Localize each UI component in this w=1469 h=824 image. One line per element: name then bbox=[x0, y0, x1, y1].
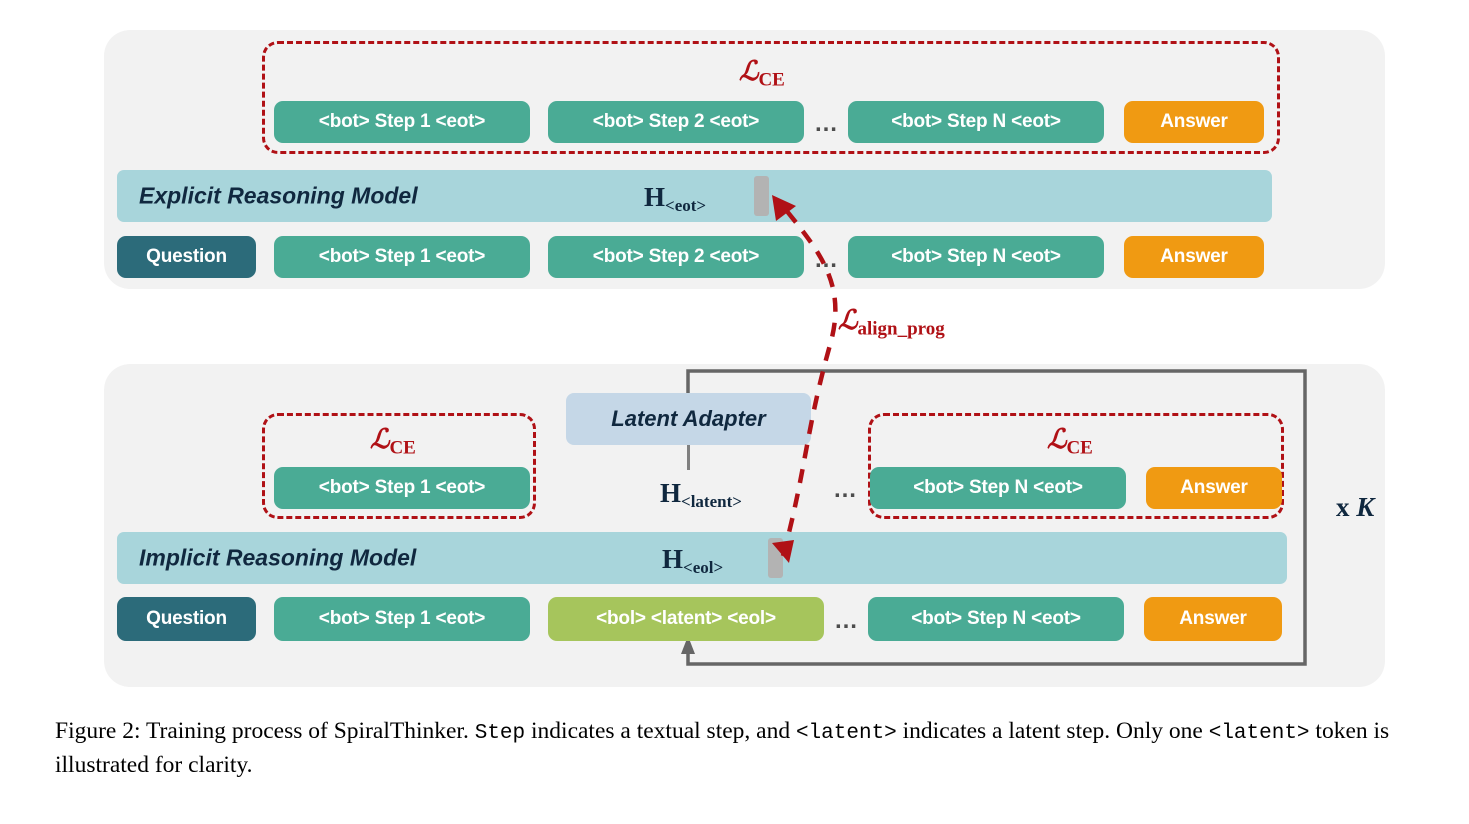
token-step2-target-explicit[interactable]: <bot> Step 2 <eot> bbox=[548, 101, 804, 143]
h-symbol: H bbox=[662, 544, 684, 574]
token-answer-input-implicit[interactable]: Answer bbox=[1144, 597, 1282, 641]
ce-loss-label-implicit-left: ℒCE bbox=[370, 424, 416, 459]
token-stepN-target-explicit[interactable]: <bot> Step N <eot> bbox=[848, 101, 1104, 143]
token-stepN-input-explicit[interactable]: <bot> Step N <eot> bbox=[848, 236, 1104, 278]
explicit-model-bar: Explicit Reasoning Model bbox=[117, 170, 1272, 222]
token-step1-input-implicit[interactable]: <bot> Step 1 <eot> bbox=[274, 597, 530, 641]
hidden-state-eol-implicit: H<eol> bbox=[662, 544, 723, 578]
ce-loss-symbol: ℒ bbox=[1047, 424, 1067, 454]
hidden-state-cell-explicit bbox=[754, 176, 769, 216]
ce-loss-label-explicit: ℒCE bbox=[739, 56, 785, 91]
token-step1-target-implicit[interactable]: <bot> Step 1 <eot> bbox=[274, 467, 530, 509]
ce-loss-subscript: CE bbox=[389, 437, 416, 459]
token-answer-target-implicit[interactable]: Answer bbox=[1146, 467, 1282, 509]
align-loss-label: ℒalign_prog bbox=[838, 305, 945, 340]
ce-loss-label-implicit-right: ℒCE bbox=[1047, 424, 1093, 459]
implicit-model-label: Implicit Reasoning Model bbox=[139, 544, 417, 571]
token-stepN-input-implicit[interactable]: <bot> Step N <eot> bbox=[868, 597, 1124, 641]
token-step1-target-explicit[interactable]: <bot> Step 1 <eot> bbox=[274, 101, 530, 143]
caption-prefix: Figure 2: Training process of SpiralThin… bbox=[55, 718, 475, 744]
ellipsis-input-explicit: … bbox=[814, 246, 839, 273]
adapter-connector-line bbox=[687, 445, 690, 470]
figure-caption: Figure 2: Training process of SpiralThin… bbox=[55, 715, 1445, 782]
ce-loss-box-explicit bbox=[262, 41, 1280, 154]
h-subscript: <eot> bbox=[665, 196, 707, 216]
align-loss-subscript: align_prog bbox=[857, 318, 945, 340]
ce-loss-subscript: CE bbox=[1066, 437, 1093, 459]
token-question-explicit[interactable]: Question bbox=[117, 236, 256, 278]
caption-mid-2: indicates a latent step. Only one bbox=[896, 718, 1209, 744]
align-loss-symbol: ℒ bbox=[838, 305, 858, 335]
ce-loss-symbol: ℒ bbox=[370, 424, 390, 454]
ellipsis-input-implicit: … bbox=[834, 607, 859, 634]
repeat-variable: K bbox=[1356, 492, 1375, 522]
latent-adapter-box[interactable]: Latent Adapter bbox=[566, 393, 811, 445]
caption-mono-latent-2: <latent> bbox=[1208, 722, 1310, 745]
ce-loss-symbol: ℒ bbox=[739, 56, 759, 86]
latent-state-symbol: H<latent> bbox=[660, 478, 742, 512]
hidden-state-cell-implicit bbox=[768, 538, 783, 578]
token-step2-input-explicit[interactable]: <bot> Step 2 <eot> bbox=[548, 236, 804, 278]
token-step1-input-explicit[interactable]: <bot> Step 1 <eot> bbox=[274, 236, 530, 278]
h-subscript: <latent> bbox=[681, 492, 742, 512]
token-question-implicit[interactable]: Question bbox=[117, 597, 256, 641]
token-answer-target-explicit[interactable]: Answer bbox=[1124, 101, 1264, 143]
ellipsis-target-explicit: … bbox=[814, 110, 839, 137]
hidden-state-eot-explicit: H<eot> bbox=[644, 182, 706, 216]
caption-mid-1: indicates a textual step, and bbox=[525, 718, 796, 744]
ce-loss-subscript: CE bbox=[758, 69, 785, 91]
h-symbol: H bbox=[660, 478, 682, 508]
token-stepN-target-implicit[interactable]: <bot> Step N <eot> bbox=[870, 467, 1126, 509]
ce-loss-box-implicit-left bbox=[262, 413, 536, 519]
caption-mono-step: Step bbox=[474, 722, 526, 745]
h-symbol: H bbox=[644, 182, 666, 212]
explicit-model-label: Explicit Reasoning Model bbox=[139, 182, 418, 209]
repeat-count-label: x K bbox=[1336, 492, 1374, 523]
token-answer-input-explicit[interactable]: Answer bbox=[1124, 236, 1264, 278]
caption-mono-latent-1: <latent> bbox=[795, 722, 897, 745]
h-subscript: <eol> bbox=[683, 558, 724, 578]
ellipsis-target-implicit: … bbox=[833, 476, 858, 503]
token-latent-input-implicit[interactable]: <bol> <latent> <eol> bbox=[548, 597, 824, 641]
caption-suffix: token is illustrated for clarity. bbox=[55, 718, 1390, 778]
repeat-prefix: x bbox=[1336, 492, 1357, 522]
